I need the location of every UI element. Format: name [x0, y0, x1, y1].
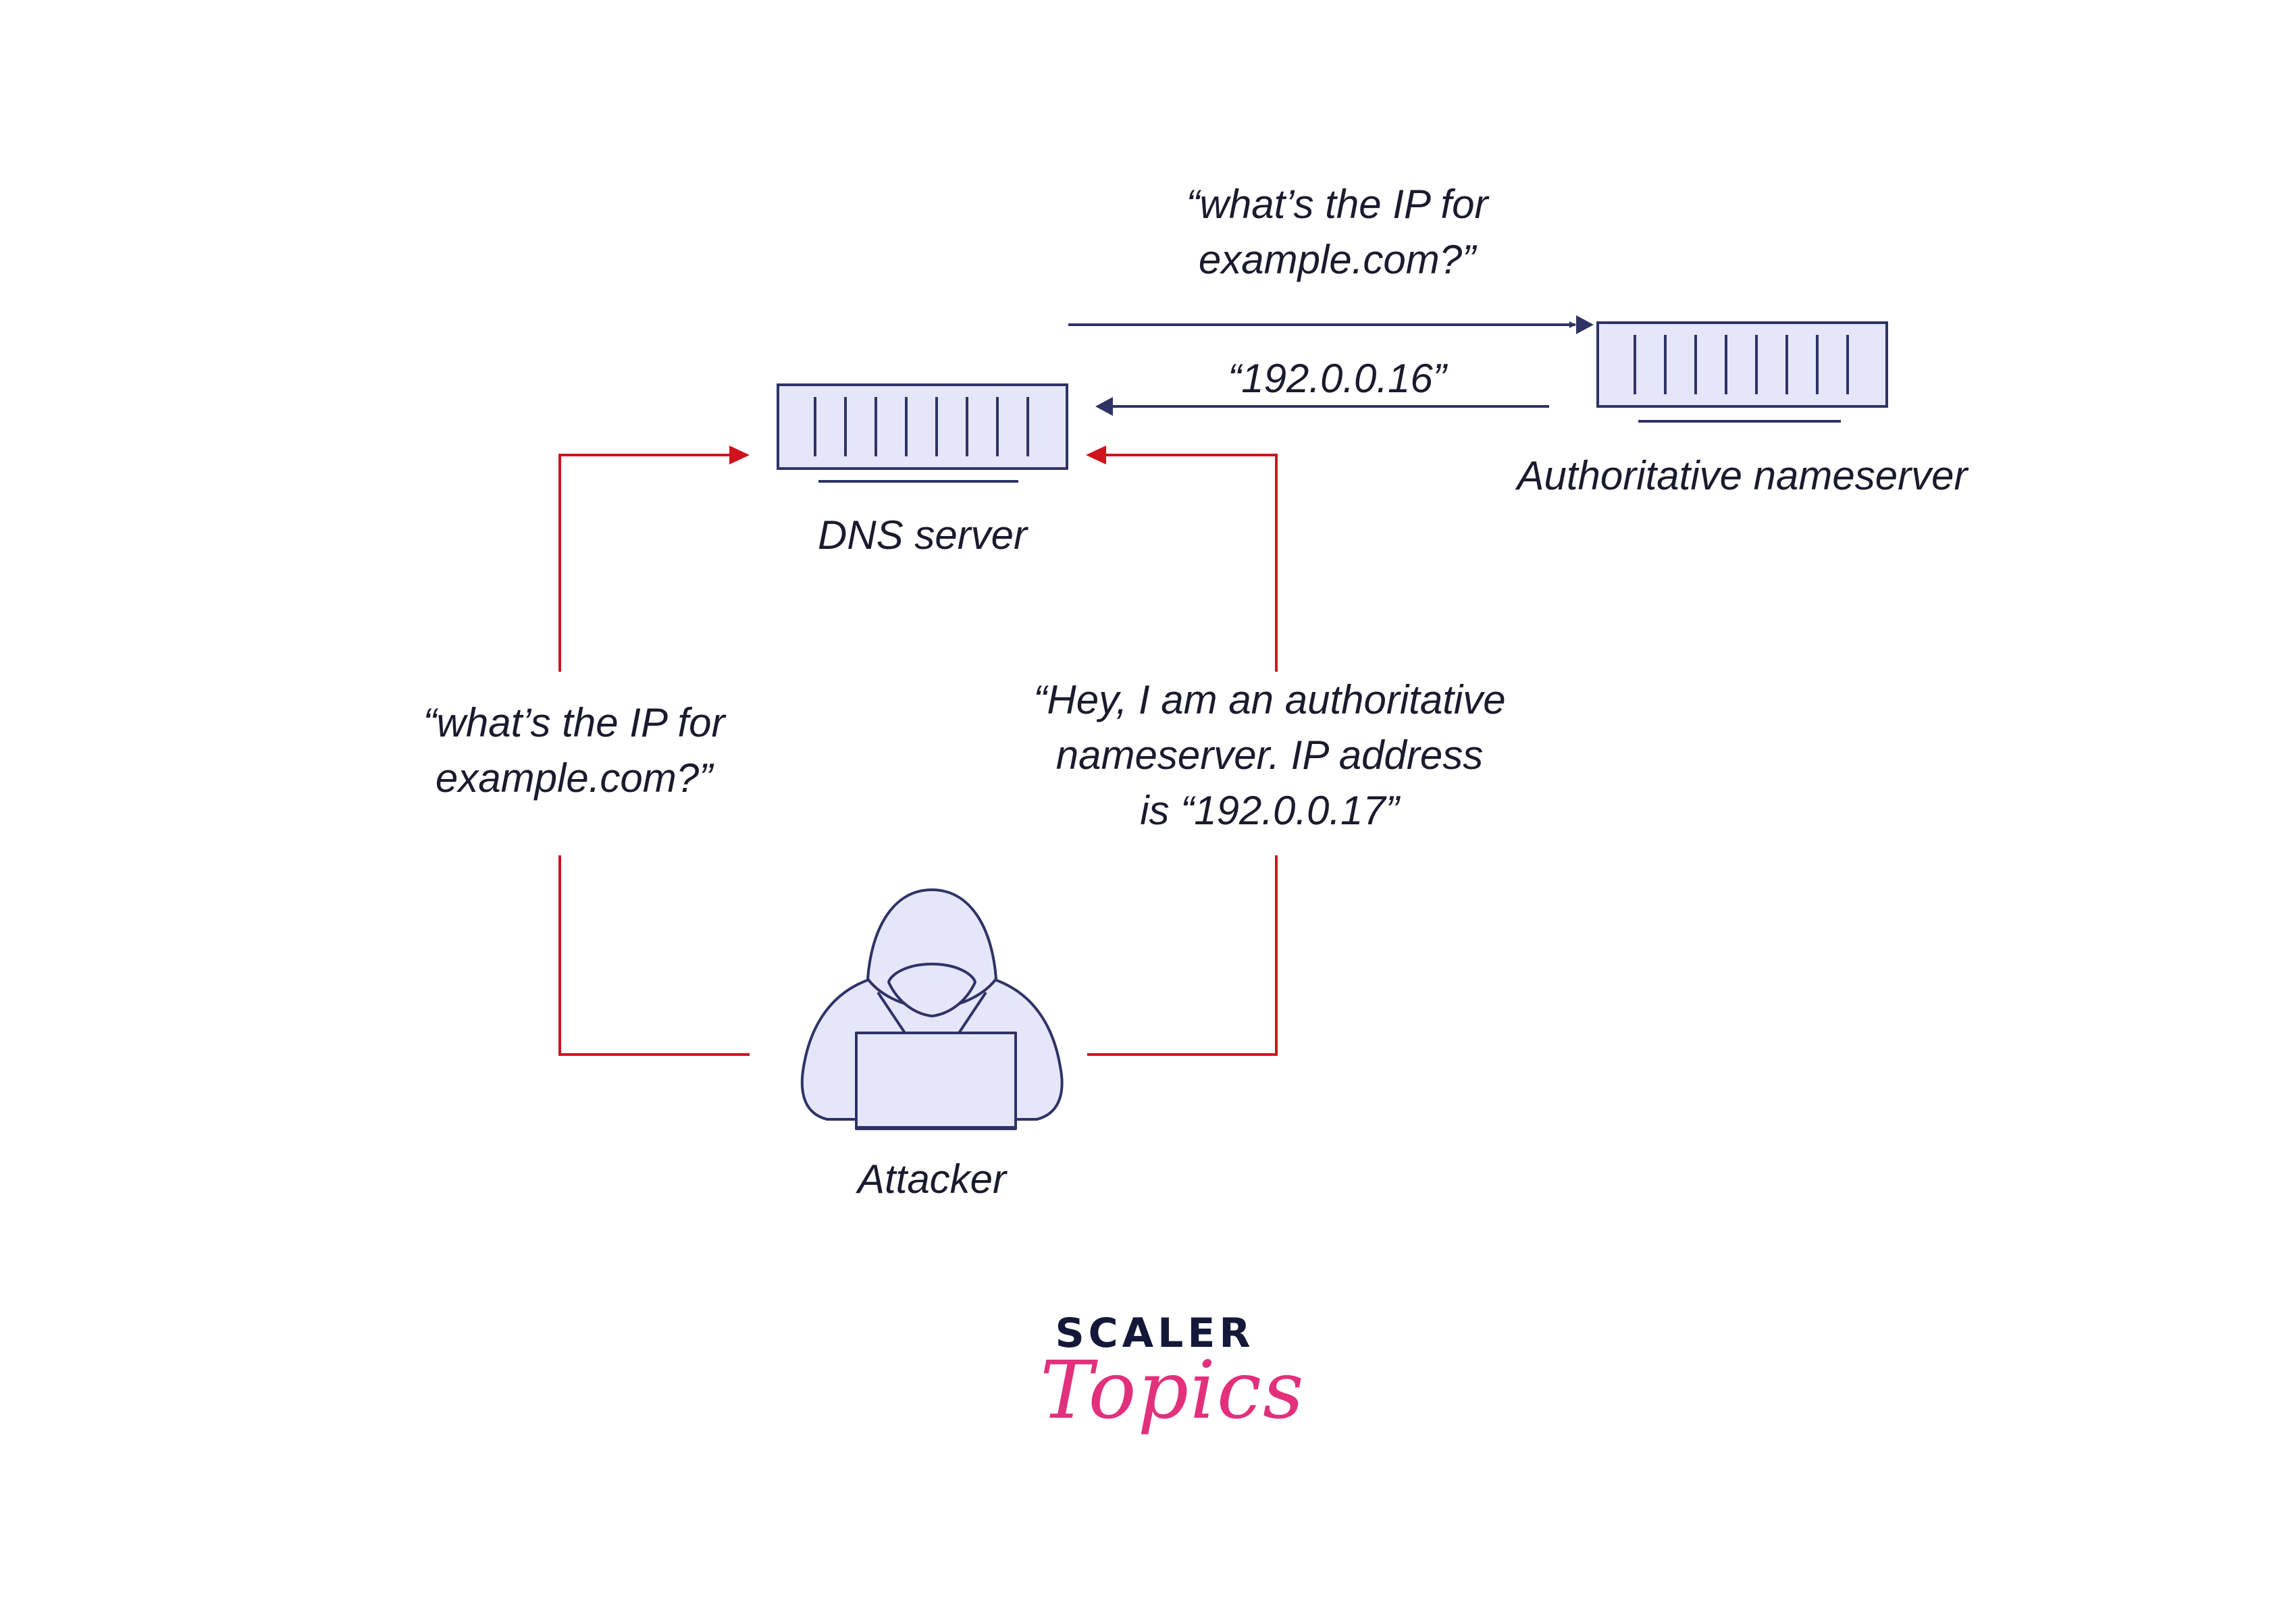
- attacker-label: Attacker: [857, 1156, 1007, 1202]
- authoritative-nameserver-icon: [1596, 321, 1888, 423]
- query-label: “what’s the IP for example.com?”: [1186, 182, 1488, 282]
- dns-server-label: DNS server: [817, 512, 1028, 558]
- logo-scaler: SCALER: [1055, 1310, 1255, 1357]
- attacker-spoof-label: “Hey, I am an authoritative nameserver. …: [1033, 677, 1506, 833]
- authoritative-nameserver-label: Authoritative nameserver: [1517, 453, 1968, 498]
- dns-server-icon: [777, 383, 1068, 483]
- attacker-icon: [800, 888, 1064, 1130]
- attacker-spoof-path: [1087, 454, 1278, 1056]
- reply-arrowhead: [1095, 397, 1113, 416]
- attacker-spoof-arrowhead: [1086, 446, 1106, 464]
- logo-topics: Topics: [1040, 1343, 1305, 1437]
- query-arrowhead: [1576, 315, 1594, 334]
- reply-label: “192.0.0.16”: [1228, 356, 1446, 401]
- attacker-query-arrowhead: [729, 446, 750, 464]
- attacker-query-path: [558, 454, 750, 1056]
- attacker-query-label: “what’s the IP for example.com?”: [423, 700, 725, 801]
